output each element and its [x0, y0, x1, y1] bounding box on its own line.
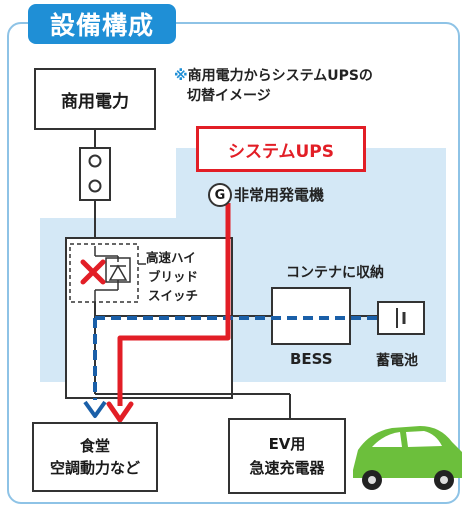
battery-label: 蓄電池 [376, 353, 418, 369]
cafeteria-line2: 空調動力など [49, 459, 140, 477]
ev-car-icon [353, 426, 462, 490]
diagram-note: ※商用電力からシステムUPSの 切替イメージ [174, 66, 373, 106]
ev-charger-line2: 急速充電器 [249, 459, 325, 477]
system-ups-label: システムUPS [228, 141, 334, 162]
breaker-terminal-bottom [88, 179, 102, 193]
generator-icon: G [208, 183, 232, 207]
bess-label: BESS [290, 350, 333, 368]
backup-arrow-head [83, 400, 107, 418]
ups-arrow-head [106, 401, 134, 423]
note-line2: 切替イメージ [187, 88, 271, 104]
ev-charger-line1: EV用 [268, 435, 306, 453]
hybrid-switch-line1: 高速ハイ [146, 250, 196, 265]
ups-power-path [117, 203, 231, 406]
note-line1: 商用電力からシステムUPSの [187, 68, 373, 84]
system-ups-box: システムUPS [196, 126, 366, 172]
battery-icon [396, 308, 406, 328]
note-mark: ※ [174, 68, 188, 84]
container-label: コンテナに収納 [286, 265, 384, 281]
cafeteria-box: 食堂 空調動力など [32, 422, 158, 492]
cafeteria-line1: 食堂 [79, 437, 110, 455]
hybrid-switch-line2: ブリッド [148, 269, 199, 284]
switch-x-icon [80, 259, 106, 285]
ev-charger-box: EV用 急速充電器 [228, 418, 346, 494]
generator-label: 非常用発電機 [234, 186, 325, 204]
switch-component-icon [94, 246, 131, 302]
hybrid-switch-label: 高速ハイ ブリッド スイッチ [146, 248, 198, 305]
utility-power-box: 商用電力 [34, 68, 156, 130]
hybrid-switch-line3: スイッチ [148, 288, 199, 303]
page-title: 設備構成 [28, 4, 176, 44]
battery-box [377, 301, 425, 335]
breaker-terminal-top [88, 154, 102, 168]
utility-power-label: 商用電力 [61, 91, 129, 112]
generator-symbol: G [214, 187, 226, 203]
